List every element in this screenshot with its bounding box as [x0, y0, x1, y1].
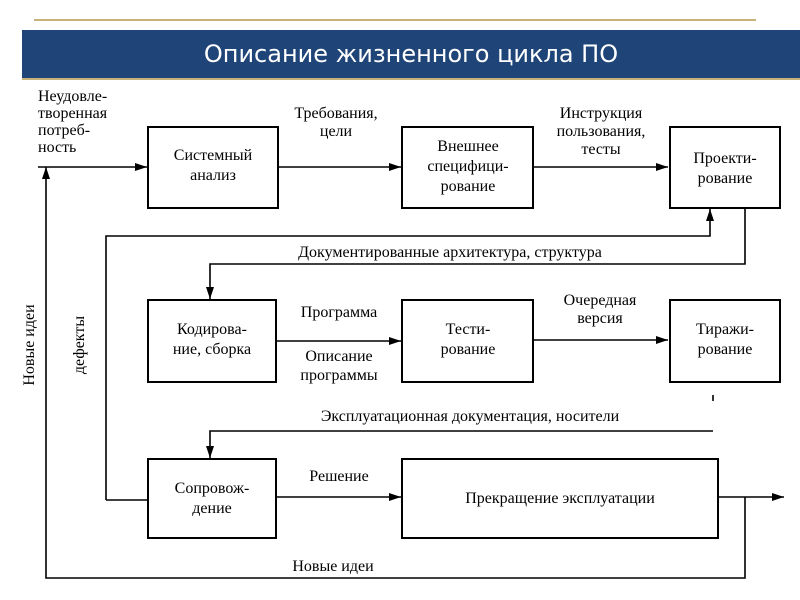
- label-program-description-line-2: программы: [300, 367, 377, 384]
- box-maintenance: Сопровож- дение: [147, 458, 277, 539]
- slide-title: Описание жизненного цикла ПО: [203, 40, 619, 68]
- box-external-spec-line-3: рование: [441, 178, 496, 195]
- label-unmet-need-line-2: творенная: [38, 105, 108, 122]
- box-system-analysis-line-2: анализ: [190, 167, 236, 184]
- box-system-analysis-line-1: Системный: [174, 147, 253, 164]
- box-testing-line-1: Тести-: [446, 321, 491, 338]
- box-external-spec-line-2: специфици-: [427, 158, 508, 175]
- box-maintenance-line-2: дение: [192, 500, 231, 517]
- box-external-spec-line-1: Внешнее: [437, 138, 498, 155]
- arrow-design-to-coding: [206, 208, 746, 299]
- box-termination-line-1: Прекращение эксплуатации: [465, 490, 655, 507]
- label-defects-side: дефекты: [71, 316, 88, 374]
- label-requirements-line-2: цели: [320, 123, 353, 140]
- label-next-version-line-2: версия: [577, 310, 623, 327]
- label-solution: Решение: [309, 468, 368, 485]
- box-coding-line-1: Кодирова-: [177, 321, 247, 338]
- decorative-line-bottom: [22, 78, 800, 80]
- label-unmet-need-line-1: Неудовле-: [38, 88, 107, 105]
- box-design: Проекти- рование: [669, 126, 781, 209]
- label-unmet-need-line-3: потреб-: [38, 122, 90, 139]
- label-unmet-need-line-4: ность: [38, 139, 76, 156]
- box-replication: Тиражи- рование: [669, 299, 781, 383]
- box-replication-line-2: рование: [698, 341, 753, 358]
- label-next-version-line-1: Очередная: [564, 292, 637, 309]
- label-instructions-line-1: Инструкция: [560, 105, 643, 122]
- box-system-analysis: Системный анализ: [147, 126, 279, 209]
- label-documented-architecture: Документированные архитектура, структура: [298, 244, 602, 261]
- arrow-defects-to-design: [105, 209, 714, 500]
- box-maintenance-line-1: Сопровож-: [175, 480, 250, 497]
- box-design-line-2: рование: [698, 170, 753, 187]
- label-new-ideas-side: Новые идеи: [21, 304, 38, 386]
- arrow-replication-to-maintenance: [206, 430, 713, 458]
- label-instructions-line-2: пользования,: [557, 123, 646, 140]
- title-bar: Описание жизненного цикла ПО: [22, 30, 800, 78]
- box-termination: Прекращение эксплуатации: [401, 458, 719, 539]
- label-operational-docs: Эксплуатационная документация, носители: [321, 408, 620, 425]
- box-coding: Кодирова- ние, сборка: [147, 299, 277, 383]
- box-replication-line-1: Тиражи-: [696, 321, 754, 338]
- box-design-line-1: Проекти-: [693, 150, 756, 167]
- decorative-line-top: [34, 19, 756, 21]
- box-testing-line-2: рование: [441, 341, 496, 358]
- label-instructions-line-3: тесты: [581, 141, 621, 158]
- label-new-ideas-bottom: Новые идеи: [292, 558, 374, 575]
- box-coding-line-2: ние, сборка: [173, 341, 251, 358]
- box-external-spec: Внешнее специфици- рование: [401, 126, 534, 209]
- box-testing: Тести- рование: [401, 299, 534, 383]
- label-program-description-line-1: Описание: [305, 348, 372, 365]
- label-requirements-line-1: Требования,: [294, 105, 377, 122]
- label-program: Программа: [301, 304, 377, 321]
- arrow-new-ideas-feedback: [42, 167, 746, 579]
